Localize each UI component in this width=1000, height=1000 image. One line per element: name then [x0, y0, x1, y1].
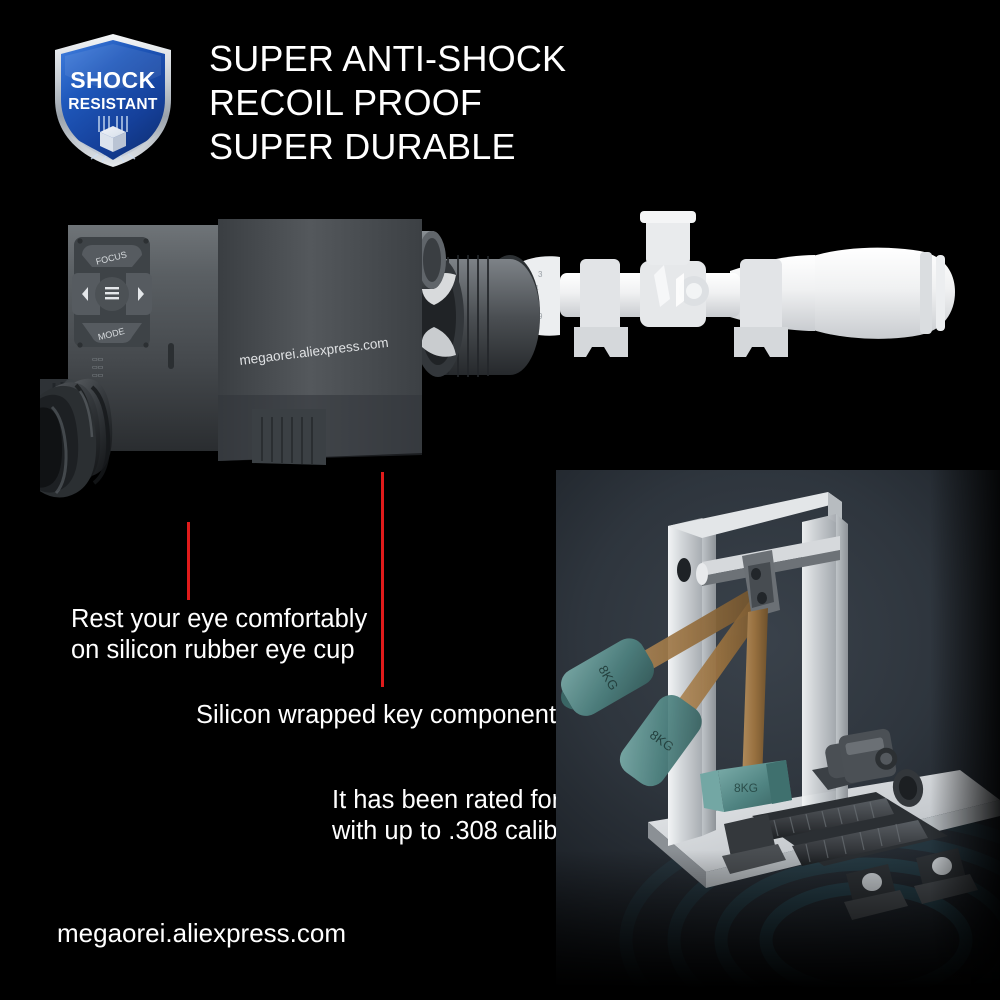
rubber-eye-cup	[15, 378, 113, 498]
headline-block: SUPER ANTI-SHOCK RECOIL PROOF SUPER DURA…	[209, 37, 809, 169]
silicon-grip-recess	[252, 409, 326, 465]
focus-button[interactable]	[82, 245, 142, 267]
svg-text:▭▭: ▭▭	[92, 373, 104, 379]
card-slot	[168, 343, 174, 369]
control-pad[interactable]: FOCUS MODE	[72, 237, 152, 348]
hammer-head-impact: 8KG	[700, 760, 792, 812]
impact-test-inset: 8KG 8KG	[556, 470, 1000, 1000]
svg-text:3: 3	[538, 270, 543, 279]
mode-button[interactable]	[82, 323, 142, 344]
callout-eyecup: Rest your eye comfortably on silicon rub…	[71, 604, 367, 666]
svg-text:▭▭: ▭▭	[92, 365, 104, 371]
badge-title-resistant: RESISTANT	[68, 96, 158, 113]
callout-eyecup-line-1: Rest your eye comfortably	[71, 605, 368, 633]
headline-line-2: RECOIL PROOF	[209, 82, 483, 123]
cube-impact-icon	[90, 116, 136, 163]
badge-face	[61, 40, 165, 160]
menu-icon	[105, 287, 119, 300]
svg-text:9: 9	[538, 312, 543, 321]
shock-resistant-badge: SHOCK RESISTANT	[48, 33, 178, 168]
hammer-position-raised: 8KG	[561, 588, 762, 716]
scope-adapter-ring	[412, 255, 540, 377]
callout-silicon-line-1: Silicon wrapped key components	[196, 701, 569, 729]
pivot-hole	[677, 558, 691, 582]
svg-text:▭▭: ▭▭	[92, 357, 104, 363]
inset-right-fade	[930, 470, 1000, 1000]
badge-gloss	[65, 44, 161, 89]
leader-line-silicon	[381, 472, 384, 687]
hammer-position-impact: 8KG	[700, 550, 792, 812]
callout-silicon: Silicon wrapped key components	[196, 700, 569, 731]
hammer-label-3: 8KG	[734, 781, 758, 795]
right-arrow-icon	[138, 287, 144, 301]
headline-line-1: SUPER ANTI-SHOCK	[209, 38, 567, 79]
callout-eyecup-line-2: on silicon rubber eye cup	[71, 636, 355, 664]
ghost-rifle-scope: 34 69	[516, 211, 955, 357]
inset-bottom-fade	[556, 850, 1000, 1000]
footer-url: megaorei.aliexpress.com	[57, 918, 347, 948]
left-arrow-icon	[82, 287, 88, 301]
hammer-position-mid: 8KG	[619, 592, 768, 787]
port-labels: ▭▭ ▭▭ ▭▭	[92, 357, 104, 379]
headline-line-3: SUPER DURABLE	[209, 126, 516, 167]
leader-line-eyecup	[187, 522, 190, 600]
badge-title-shock: SHOCK	[70, 67, 156, 93]
